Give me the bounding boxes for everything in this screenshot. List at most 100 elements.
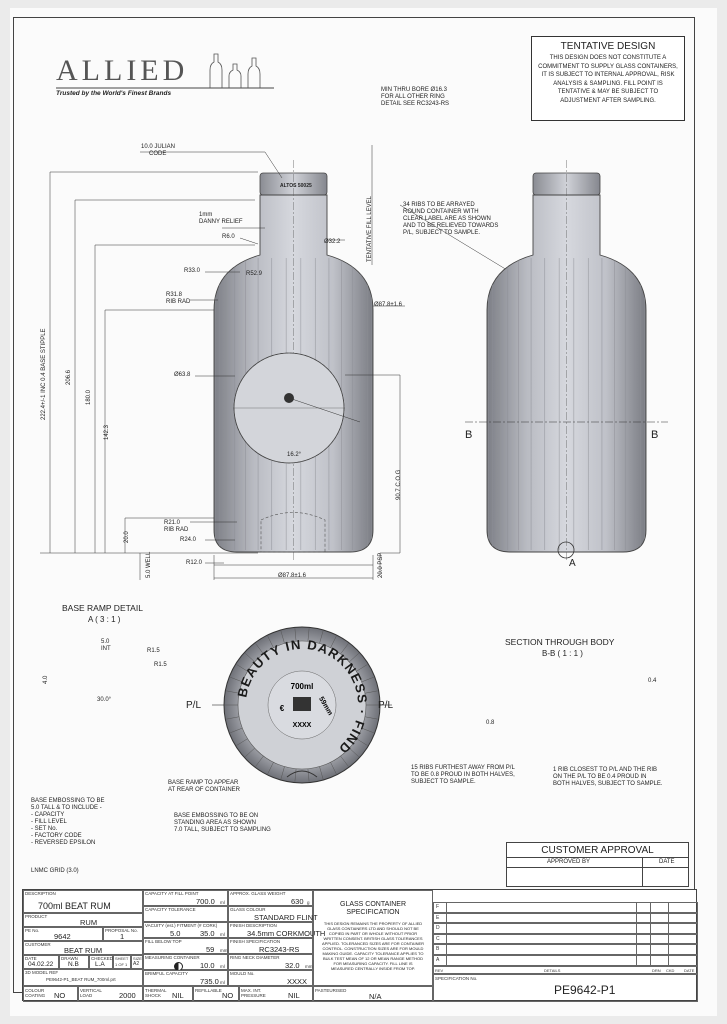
base-rib-line <box>280 630 285 644</box>
spec-text-line: THIS DESIGN REMAINS THE PROPERTY OF ALLI… <box>323 921 423 926</box>
dim-r318: R31.8 RIB RAD <box>166 292 190 306</box>
finish-spec-value: RC3243-RS <box>259 945 300 954</box>
date-value: 04.02.22 <box>28 961 54 968</box>
ribs-15-line: TO BE 0.8 PROUD IN BOTH HALVES, <box>411 772 515 778</box>
base-rib-line <box>280 766 285 780</box>
ramp-width-value: 5.0 <box>101 639 110 645</box>
colour-label: COLOUR COATING <box>25 988 46 998</box>
dim-r210-label: RIB RAD <box>164 527 189 533</box>
revision-letter: A <box>436 957 440 963</box>
ramp-width: 5.0 INT <box>101 639 111 653</box>
base-rib-line <box>319 630 324 644</box>
base-rib-line <box>307 768 310 782</box>
ring-neck-label: RING NECK DIAMETER <box>230 955 280 960</box>
dim-psp: 20.0 PSP <box>378 552 384 578</box>
ribs-34-line: CLEAR LABEL ARE AS SHOWN <box>403 216 491 222</box>
spec-title: GLASS CONTAINER SPECIFICATION <box>340 901 406 916</box>
revision-row: E <box>433 912 698 924</box>
section-title: SECTION THROUGH BODY <box>505 637 615 647</box>
embossing-capacity: 700ml <box>291 682 314 691</box>
thermal-value: NIL <box>172 991 184 1000</box>
dim-well: 5.0 WELL <box>146 551 152 578</box>
pe-label: PE No. <box>25 928 40 933</box>
base-ramp-rear-line: AT REAR OF CONTAINER <box>168 787 241 793</box>
julian-code-note: 10.0 JULIAN CODE <box>141 144 175 158</box>
vertical-value: 2000 <box>119 991 136 1000</box>
ribs-15-line: 15 RIBS FURTHEST AWAY FROM P/L <box>411 765 515 771</box>
maxint-value: NIL <box>288 991 300 1000</box>
base-ramp-rear-line: BASE RAMP TO APPEAR <box>168 780 239 786</box>
dim-h2066: 206.6 <box>66 369 72 385</box>
base-rib-line <box>230 676 243 683</box>
bottle-drawing <box>40 145 668 580</box>
tentative-line: ADJUSTMENT AFTER SAMPLING. <box>560 97 656 104</box>
revision-letter: C <box>436 935 440 942</box>
finish-label: ALTOS 50025 <box>280 183 312 189</box>
dim-r318-label: RIB RAD <box>166 299 191 305</box>
weight-value: 630 <box>291 897 304 906</box>
details-label: DETAILS <box>544 968 561 973</box>
allied-logo: ALLIED Trusted by the World's Finest Bra… <box>34 48 284 108</box>
base-emb-list-line: - FILL LEVEL <box>31 819 67 825</box>
lnmc-grid: LNMC GRID (3.0) <box>31 868 79 874</box>
date2-label: DATE <box>684 968 695 973</box>
ring-neck-unit: mm <box>305 964 313 969</box>
fill-below-value: 59 <box>206 945 215 954</box>
ring-neck-value: 32.0 <box>285 961 300 970</box>
base-rib-line <box>307 628 310 642</box>
fill-below-label: FILL BELOW TOP <box>145 939 182 944</box>
spec-no-label: SPECIFICATION No. <box>435 976 478 981</box>
spec-text-line: COPIED IN PART OR WHOLE WITHOUT PRIOR <box>328 931 418 936</box>
spec-text: THIS DESIGN REMAINS THE PROPERTY OF ALLI… <box>314 921 432 971</box>
spec-text-line: MEASURED CENTRALLY INSIDE FROM TOP. <box>330 966 416 971</box>
base-rib-line <box>319 766 324 780</box>
ribs-15-line: SUBJECT TO SAMPLE. <box>411 779 476 785</box>
dim-r529: R52.9 <box>246 271 263 277</box>
cap-fill-label: CAPACITY AT FILL POINT <box>145 891 199 896</box>
base-rib-line <box>230 727 243 734</box>
model-label: 3D MODEL REF <box>25 970 59 975</box>
dim-r240: R24.0 <box>180 537 197 543</box>
cap-fill-unit: ml <box>220 900 225 905</box>
pasteurised-label: PASTEURISED <box>315 988 347 993</box>
dim-h200: 20.0 <box>124 531 130 543</box>
section-dim-04: 0.4 <box>648 678 657 684</box>
danny-line-2: DANNY RELIEF <box>199 219 243 225</box>
base-rib-line <box>255 643 264 655</box>
base-rib-line <box>236 664 248 672</box>
detail-a-marker: A <box>569 558 576 569</box>
tentative-line: IT IS SUBJECT TO INTERNAL APPROVAL, RISK <box>541 72 675 79</box>
measuring-value: 10.0 <box>200 961 215 970</box>
bore-note-line: DETAIL SEE RC3243-RS <box>381 101 450 107</box>
spec-text-line: FOR MEASURING CAPACITY. FILL LINE IS <box>333 961 413 966</box>
spec-text-line: CONTROL. CONSTRUCTION SIZES ARE FOR MOUL… <box>322 946 424 951</box>
base-rib-line <box>294 768 297 782</box>
spec-text-line: APPLIED. TOLERANCED SIZES ARE FOR CONTAI… <box>321 941 425 946</box>
bore-note-line: FOR ALL OTHER RING <box>381 94 445 100</box>
ribs-34-line: P/L, SUBJECT TO SAMPLE. <box>403 230 481 236</box>
base-emb-standing-line: BASE EMBOSSING TO BE ON <box>174 813 259 819</box>
thermal-label: THERMAL SHOCK <box>145 988 167 998</box>
brimful-value: 735.0 <box>200 977 219 986</box>
checked-label: CHECKED <box>91 956 114 961</box>
pe-value: 9642 <box>54 932 71 941</box>
dim-d878: Ø87.8±1.6 <box>374 302 402 308</box>
finish-desc-value: 34.5mm CORKMOUTH <box>247 929 326 938</box>
section-dim-08: 0.8 <box>486 720 495 726</box>
product-label: PRODUCT <box>25 914 48 919</box>
tentative-line: ANALYSIS & SAMPLING. FILL POINT IS <box>553 80 663 87</box>
cap-fill-value: 700.0 <box>196 897 215 906</box>
drawn-value: N.B <box>68 961 79 968</box>
bottle-side-view <box>465 160 668 560</box>
revision-letter: B <box>436 946 440 953</box>
revision-row: A <box>433 955 698 966</box>
size-label: SIZE <box>133 956 142 961</box>
approval-title: CUSTOMER APPROVAL <box>541 845 654 856</box>
drn-label: DRN <box>652 968 661 973</box>
spec-text-line: WRITTEN CONSENT. BRITISH GLASS TOLERANCE… <box>323 936 423 941</box>
title-block: DESCRIPTION 700ml BEAT RUM PRODUCT RUM P… <box>22 889 698 1002</box>
ramp-r1: R1.5 <box>147 648 160 654</box>
